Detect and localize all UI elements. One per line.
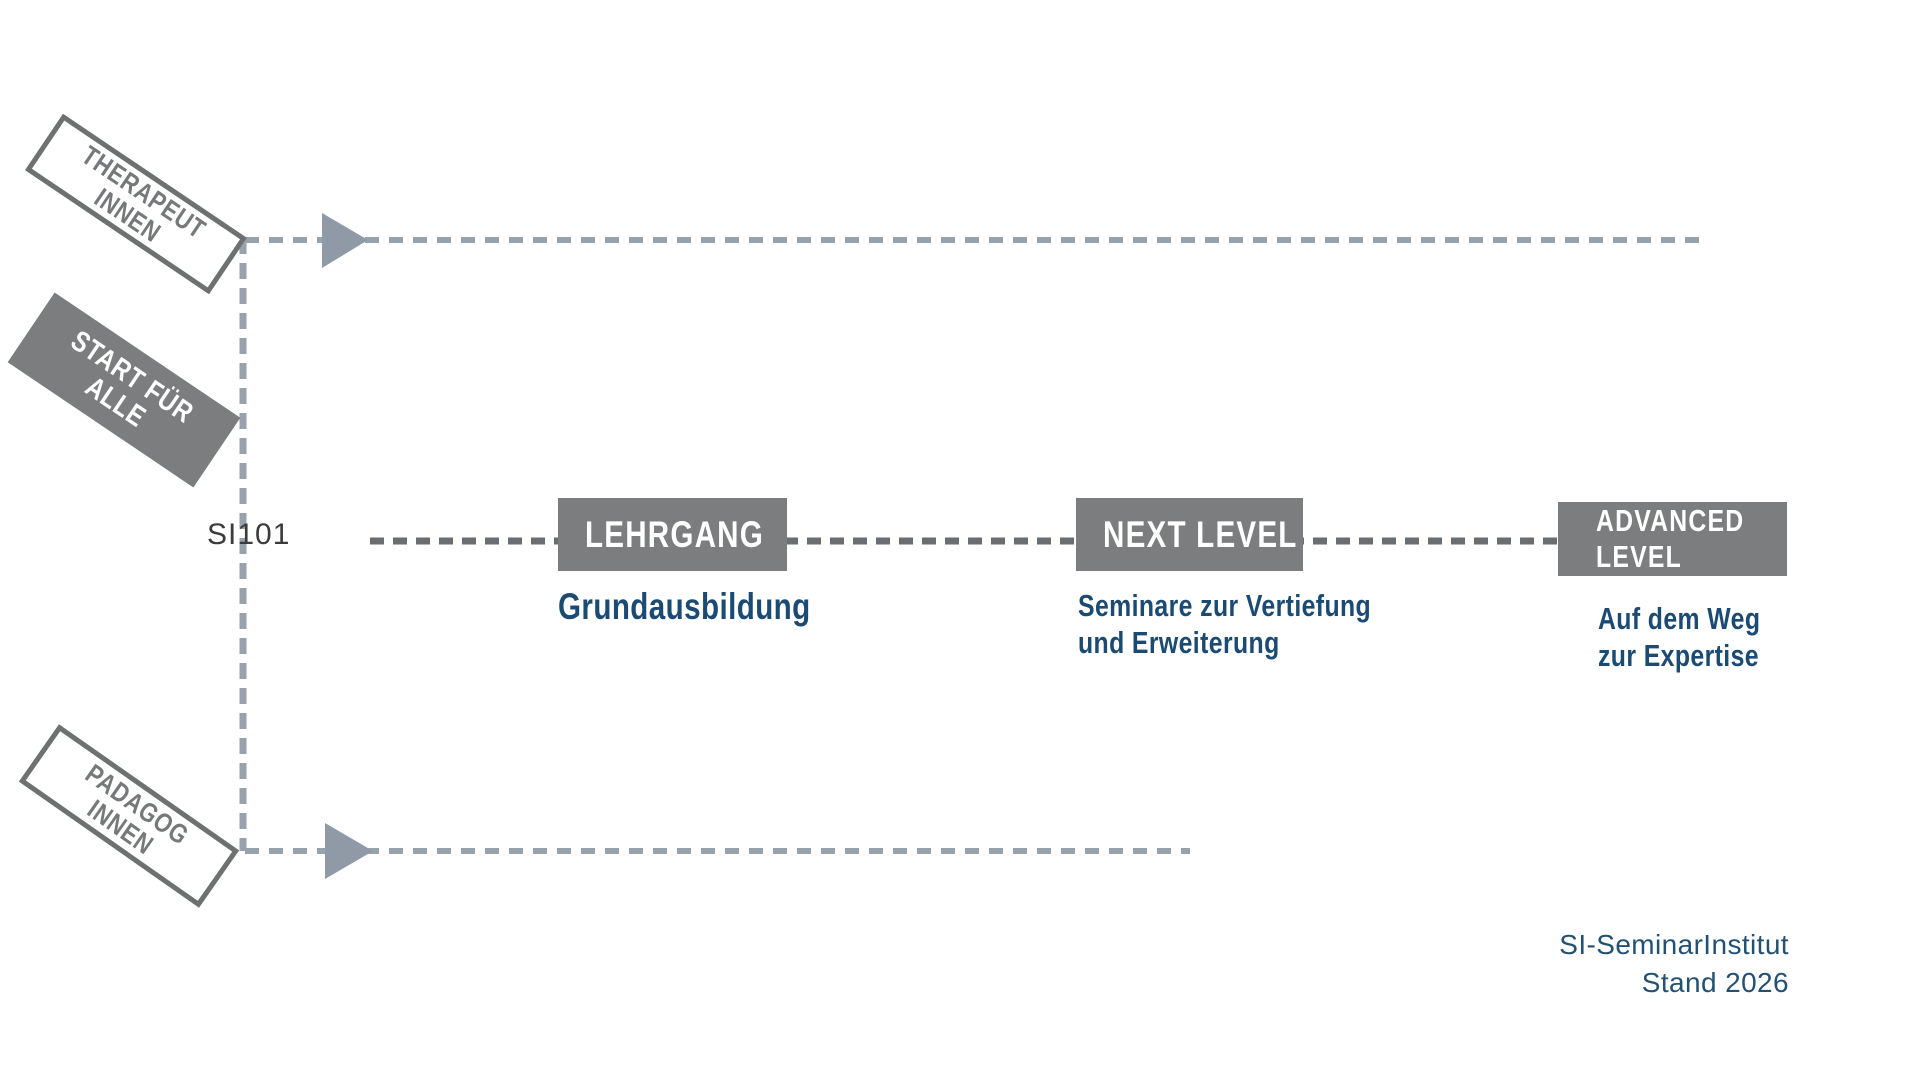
stage-box-next-level: NEXT LEVEL <box>1076 498 1303 571</box>
footer-version-date: Stand 2026 <box>1641 966 1789 998</box>
course-code-label: SI101 <box>207 518 291 551</box>
stage-box-lehrgang-label: LEHRGANG <box>585 513 764 555</box>
caption-next-level: Seminare zur Vertiefung und Erweiterung <box>1078 588 1444 661</box>
stage-box-lehrgang: LEHRGANG <box>558 498 787 571</box>
stage-box-advanced-level: ADVANCED LEVEL <box>1558 502 1787 576</box>
footer: SI-SeminarInstitut Stand 2026 <box>1559 926 1789 1001</box>
stage-box-next-level-label: NEXT LEVEL <box>1103 513 1298 555</box>
caption-advanced-level-line2: zur Expertise <box>1598 637 1759 673</box>
caption-advanced-level: Auf dem Weg zur Expertise <box>1598 601 1801 674</box>
therapists-track-arrow-icon <box>322 213 368 268</box>
pedagogues-track-arrow-icon <box>325 823 373 879</box>
caption-next-level-line1: Seminare zur Vertiefung <box>1078 588 1372 623</box>
caption-lehrgang-line1: Grundausbildung <box>558 586 811 627</box>
caption-next-level-line2: und Erweiterung <box>1078 624 1280 660</box>
stage-box-advanced-level-label-line2: LEVEL <box>1596 539 1682 574</box>
stage-box-advanced-level-label-line1: ADVANCED <box>1596 503 1745 539</box>
footer-institute-name: SI-SeminarInstitut <box>1559 929 1789 960</box>
caption-lehrgang: Grundausbildung <box>558 585 874 629</box>
caption-advanced-level-line1: Auf dem Weg <box>1598 601 1761 636</box>
